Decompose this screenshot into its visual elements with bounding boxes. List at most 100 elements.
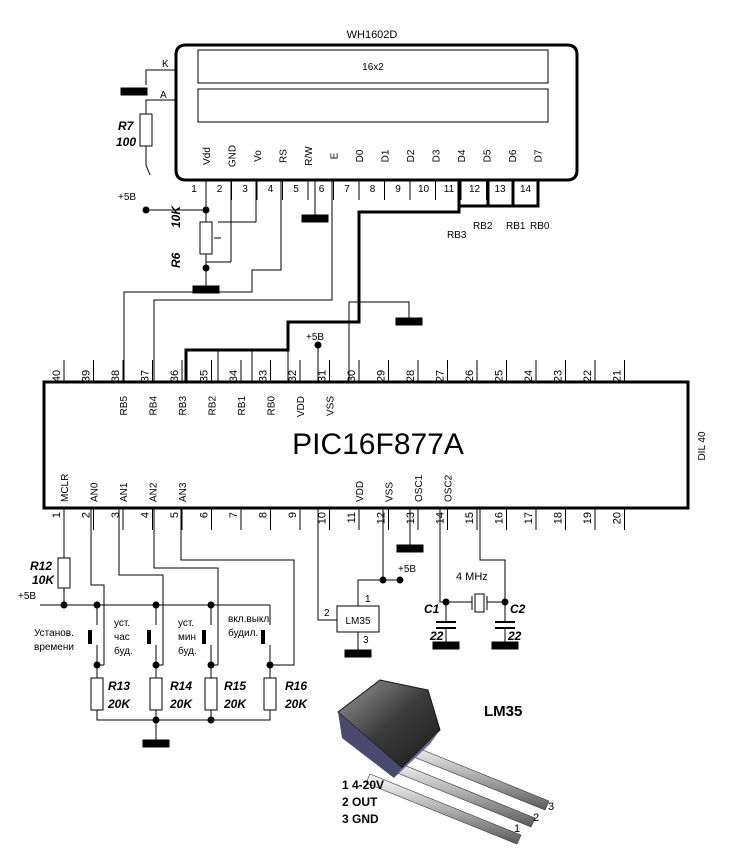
mcu-bottom-signal: VDD (355, 481, 366, 502)
ground-symbol (142, 739, 170, 748)
mcu-bottom-pin-number: 12 (376, 512, 388, 524)
mcu-top-pin-number: 27 (435, 370, 447, 382)
ground-symbol (344, 649, 372, 658)
left-supply-label: +5В (18, 591, 36, 602)
lm35-supply-label: +5В (398, 564, 416, 575)
mcu-bottom-signal: AN3 (178, 482, 189, 502)
lcd-pin-number: 4 (268, 184, 274, 195)
r15-value: 20K (223, 697, 247, 711)
lcd-signal-label: D3 (432, 149, 443, 162)
r16-name: R16 (285, 679, 307, 693)
junction-dot (202, 264, 210, 272)
r14-name: R14 (170, 679, 192, 693)
r12-resistor (57, 557, 71, 589)
crystal-body (474, 593, 485, 613)
junction-dot (142, 206, 150, 214)
r12-name: R12 (30, 559, 52, 573)
ground-symbol (396, 544, 424, 553)
mcu-bottom-signal: OSC2 (444, 474, 455, 502)
lm35-package-view (337, 679, 550, 845)
crystal-label: 4 MHz (456, 571, 488, 583)
rb2-label: RB2 (473, 221, 493, 232)
mcu-top-pin-number: 29 (376, 370, 388, 382)
button-4-contact[interactable] (261, 630, 265, 644)
lcd-signal-label: D5 (483, 149, 494, 162)
ground-symbol (491, 641, 519, 650)
lcd-signal-label: D6 (508, 149, 519, 162)
mcu-top-pin-number: 33 (258, 370, 270, 382)
input-network (40, 508, 295, 748)
backlight-a-label: A (160, 90, 167, 101)
lm35-name: LM35 (345, 616, 370, 627)
rb0-label: RB0 (530, 221, 550, 232)
package-pin-3: 3 (548, 801, 554, 813)
mcu-bottom-pin-number: 7 (228, 512, 240, 518)
button-2-contact[interactable] (147, 630, 151, 644)
r7-value: 100 (116, 135, 136, 149)
lcd-signal-label: E (330, 152, 341, 159)
mcu-top-pin-number: 40 (51, 370, 63, 382)
mcu-top-pin-number: 35 (199, 370, 211, 382)
r7-name: R7 (118, 119, 135, 133)
lcd-pin-number: 10 (418, 184, 430, 195)
ground-symbol (301, 214, 329, 223)
mcu-pins: 401MCLR392AN038RB53AN137RB44AN236RB35AN3… (51, 360, 625, 530)
r13-value: 20K (107, 697, 131, 711)
mcu-bottom-pin-number: 13 (405, 512, 417, 524)
lcd-pin-number: 14 (520, 184, 532, 195)
mcu-name: PIC16F877A (292, 428, 464, 461)
lcd-pin-number: 6 (319, 184, 325, 195)
lcd-pin-number: 11 (444, 184, 455, 195)
c1-value: 22 (429, 629, 444, 643)
lcd-pin-number: 5 (293, 184, 299, 195)
ground-symbol (395, 317, 423, 326)
mcu-top-pin-number: 37 (140, 370, 152, 382)
mcu-top-pin-number: 39 (81, 370, 93, 382)
r12-value: 10K (32, 573, 55, 587)
lcd-power-wiring (146, 180, 329, 294)
mcu-bottom-pin-number: 17 (523, 512, 535, 524)
mcu-top-signal: VDD (296, 396, 307, 417)
lcd-pin-number: 9 (395, 184, 401, 195)
button-1-contact[interactable] (88, 630, 92, 644)
lcd-pins: Vdd1GND2Vo3RS4R/W5E6D07D18D29D310D411D51… (191, 145, 545, 200)
junction-dot (396, 576, 404, 584)
r7-resistor (139, 113, 153, 147)
mcu-bottom-pin-number: 3 (110, 512, 122, 518)
mcu-bottom-signal: AN2 (149, 482, 160, 502)
lcd-signal-label: D7 (534, 149, 545, 162)
lcd-signal-label: Vdd (202, 147, 213, 165)
package-legend-3: 3 GND (342, 812, 379, 826)
r14-value: 20K (169, 697, 193, 711)
button-4-label-2: будил. (228, 627, 258, 639)
button-3-contact[interactable] (202, 630, 206, 644)
data-bus (123, 180, 540, 382)
package-legend-1: 1 4-20V (342, 778, 384, 792)
button-3-label-2: мин (178, 632, 196, 643)
mcu-bottom-pin-number: 15 (464, 512, 476, 524)
lcd-module: WH1602D 16x2 (174, 29, 579, 182)
r15-resistor (204, 677, 218, 711)
mcu-top-signal: RB5 (119, 396, 130, 416)
r15-name: R15 (224, 679, 246, 693)
mcu-top-pin-number: 31 (317, 370, 329, 382)
mcu-top-pin-number: 22 (582, 370, 594, 382)
lm35-pin-2: 2 (324, 608, 330, 619)
ground-symbol (432, 641, 460, 650)
mcu-bottom-pin-number: 19 (582, 512, 594, 524)
lcd-pin-number: 1 (191, 184, 197, 195)
package-legend-2: 2 OUT (342, 795, 378, 809)
r6-resistor (199, 221, 213, 255)
lcd-signal-label: GND (228, 145, 239, 167)
mcu-bottom-signal: OSC1 (414, 474, 425, 502)
mcu-top-pin-number: 34 (228, 370, 240, 382)
rb3-label: RB3 (447, 230, 467, 241)
mcu-top-signal: RB3 (178, 396, 189, 416)
button-2-label-3: буд. (114, 645, 133, 657)
c2-value: 22 (507, 629, 522, 643)
button-1-label-2: времени (34, 642, 74, 653)
lcd-signal-label: Vo (253, 150, 264, 162)
mcu-bottom-pin-number: 9 (287, 512, 299, 518)
r16-value: 20K (284, 697, 308, 711)
